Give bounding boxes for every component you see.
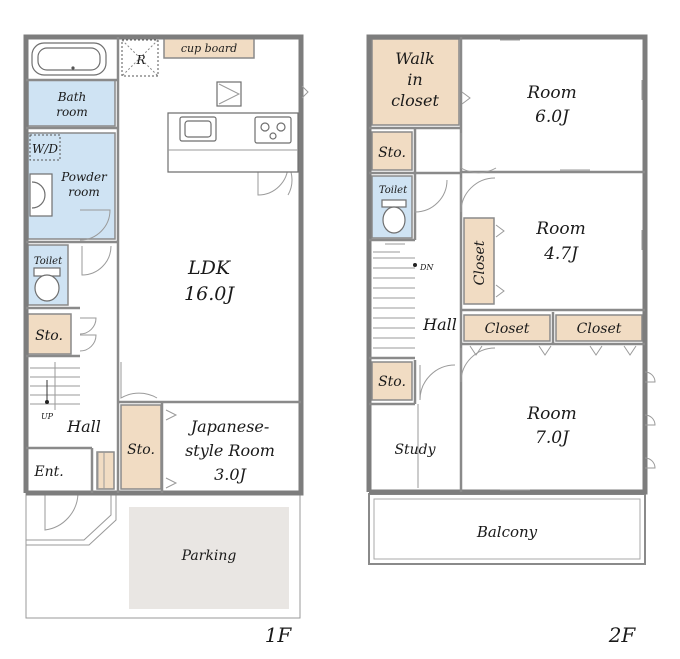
storage-japanese — [120, 404, 162, 490]
entrance-label: Ent. — [33, 464, 63, 480]
room2-label-1: Room — [535, 219, 585, 239]
outer-wall-2f — [366, 34, 648, 495]
closet-a — [463, 314, 551, 342]
bath-room-label-1: Bath — [57, 90, 87, 104]
floor-label-1f: 1F — [265, 623, 293, 647]
up-label: UP — [41, 412, 54, 421]
closet-vertical-label: Closet — [472, 240, 488, 285]
storage-japanese-label: Sto. — [127, 442, 155, 458]
powder-room-label-1: Powder — [60, 170, 108, 184]
bath-room — [27, 79, 116, 127]
first-floor: cup board R Bath room W/D Powder room To… — [23, 34, 309, 647]
balcony — [368, 493, 646, 565]
room1-label-2: 6.0J — [535, 107, 570, 127]
closet-b — [555, 314, 643, 342]
storage-top-2f — [371, 131, 413, 171]
storage-hall-1f — [27, 313, 72, 355]
walk-in-closet-label-2: in — [407, 70, 422, 89]
storage-mid-2f — [371, 361, 413, 401]
walk-in-closet-label-3: closet — [391, 91, 439, 110]
parking-area — [129, 507, 289, 609]
powder-room-label-2: room — [68, 185, 100, 199]
study-label: Study — [394, 442, 436, 458]
room2-label-2: 4.7J — [543, 244, 579, 264]
storage-top-2f-label: Sto. — [378, 145, 406, 161]
parking-label: Parking — [181, 548, 237, 564]
cupboard-label: cup board — [181, 42, 237, 55]
room1-label-1: Room — [526, 83, 576, 103]
hall-1f-label: Hall — [66, 417, 101, 436]
hall-2f-label: Hall — [422, 315, 457, 334]
storage-hall-1f-label: Sto. — [35, 328, 63, 344]
toilet-2f-label: Toilet — [379, 185, 408, 196]
outer-wall-1f — [23, 34, 304, 496]
second-floor: Walk in closet Room 6.0J Sto. Toilet DN … — [366, 34, 656, 647]
walk-in-closet — [371, 38, 460, 126]
japanese-room-label-1: Japanese- — [188, 417, 270, 436]
floor-label-2f: 2F — [608, 623, 637, 647]
toilet-1f-label: Toilet — [34, 256, 63, 267]
japanese-room-label-2: style Room — [185, 441, 275, 460]
closet-a-label: Closet — [485, 321, 530, 337]
walk-in-closet-label-1: Walk — [395, 49, 434, 68]
closet-vertical — [463, 217, 495, 305]
japanese-room-label-3: 3.0J — [214, 465, 247, 484]
room3-label-1: Room — [526, 404, 576, 424]
room3-label-2: 7.0J — [535, 428, 570, 448]
storage-mid-2f-label: Sto. — [378, 374, 406, 390]
ldk-label-1: LDK — [187, 257, 232, 279]
bath-room-label-2: room — [56, 105, 88, 119]
washer-label: W/D — [32, 142, 58, 156]
closet-b-label: Closet — [577, 321, 622, 337]
ldk-label-2: 16.0J — [184, 283, 235, 305]
dn-label: DN — [419, 263, 434, 272]
balcony-label: Balcony — [476, 523, 538, 541]
refrigerator-label: R — [135, 53, 145, 67]
